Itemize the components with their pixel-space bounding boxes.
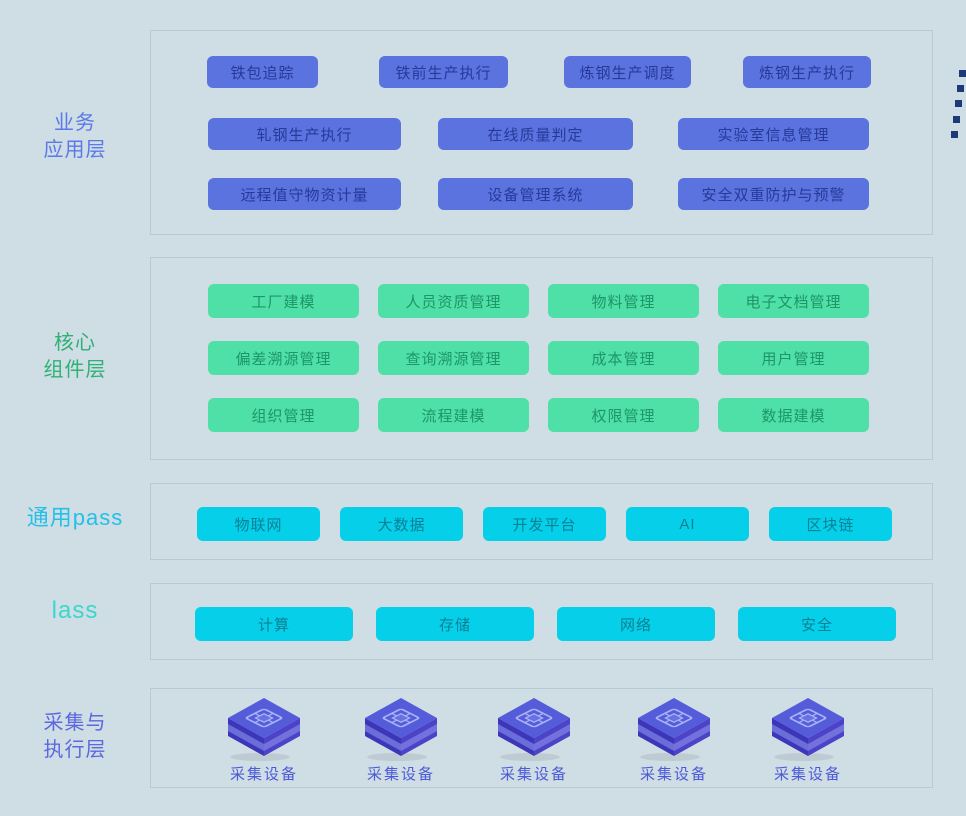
module-button[interactable]: 远程值守物资计量 xyxy=(208,178,401,210)
layer-label-core: 核心 组件层 xyxy=(0,330,150,384)
section-collection-layer: 采集设备 采集设备 xyxy=(150,688,933,788)
module-button[interactable]: 铁前生产执行 xyxy=(379,56,508,88)
module-button[interactable]: 在线质量判定 xyxy=(438,118,633,150)
module-button[interactable]: 偏差溯源管理 xyxy=(208,341,359,375)
device-label: 采集设备 xyxy=(639,766,708,783)
device-cube-icon xyxy=(498,698,570,761)
module-button[interactable]: 开发平台 xyxy=(483,507,606,541)
collection-device: 采集设备 xyxy=(758,695,858,784)
module-button[interactable]: 实验室信息管理 xyxy=(678,118,869,150)
device-label: 采集设备 xyxy=(229,766,298,783)
module-button[interactable]: 物料管理 xyxy=(548,284,699,318)
module-button[interactable]: 权限管理 xyxy=(548,398,699,432)
module-button[interactable]: 计算 xyxy=(195,607,353,641)
module-button[interactable]: 炼钢生产调度 xyxy=(564,56,691,88)
module-button[interactable]: 轧钢生产执行 xyxy=(208,118,401,150)
module-button[interactable]: 炼钢生产执行 xyxy=(743,56,871,88)
layer-label-line: 通用pass xyxy=(26,505,124,530)
device-cube-icon xyxy=(228,698,300,761)
decor-square-icon xyxy=(957,85,964,92)
collection-device: 采集设备 xyxy=(351,695,451,784)
device-cube-icon xyxy=(365,698,437,761)
module-button[interactable]: 查询溯源管理 xyxy=(378,341,529,375)
layer-label-line: 组件层 xyxy=(43,359,107,381)
layer-label-collection: 采集与 执行层 xyxy=(0,710,150,764)
decor-square-icon xyxy=(953,116,960,123)
module-button[interactable]: 工厂建模 xyxy=(208,284,359,318)
collection-device: 采集设备 xyxy=(484,695,584,784)
layer-label-line: 执行层 xyxy=(43,739,107,761)
module-button[interactable]: 网络 xyxy=(557,607,715,641)
module-button[interactable]: 电子文档管理 xyxy=(718,284,869,318)
layer-label-line: 采集与 xyxy=(43,712,107,734)
module-button[interactable]: 存储 xyxy=(376,607,534,641)
layer-label-paas: 通用pass xyxy=(0,504,150,531)
decor-square-icon xyxy=(955,100,962,107)
module-button[interactable]: 用户管理 xyxy=(718,341,869,375)
decor-square-icon xyxy=(951,131,958,138)
section-iaas-layer: 计算 存储 网络 安全 xyxy=(150,583,933,660)
layer-label-business: 业务 应用层 xyxy=(0,110,150,164)
module-button[interactable]: 安全 xyxy=(738,607,896,641)
module-button[interactable]: 组织管理 xyxy=(208,398,359,432)
module-button[interactable]: 大数据 xyxy=(340,507,463,541)
device-label: 采集设备 xyxy=(773,766,842,783)
module-button[interactable]: 人员资质管理 xyxy=(378,284,529,318)
device-cube-icon xyxy=(638,698,710,761)
module-button[interactable]: 物联网 xyxy=(197,507,320,541)
section-business-layer: 铁包追踪 铁前生产执行 炼钢生产调度 炼钢生产执行 轧钢生产执行 在线质量判定 … xyxy=(150,30,933,235)
module-button[interactable]: 安全双重防护与预警 xyxy=(678,178,869,210)
module-button[interactable]: 流程建模 xyxy=(378,398,529,432)
section-paas-layer: 物联网 大数据 开发平台 AI 区块链 xyxy=(150,483,933,560)
layer-label-line: 业务 xyxy=(54,112,96,134)
device-label: 采集设备 xyxy=(366,766,435,783)
module-button[interactable]: 数据建模 xyxy=(718,398,869,432)
module-button[interactable]: 铁包追踪 xyxy=(207,56,318,88)
layer-label-line: 核心 xyxy=(54,332,96,354)
device-cube-icon xyxy=(772,698,844,761)
collection-device: 采集设备 xyxy=(214,695,314,784)
layer-label-line: lass xyxy=(51,597,99,624)
module-button[interactable]: 区块链 xyxy=(769,507,892,541)
module-button[interactable]: AI xyxy=(626,507,749,541)
module-button[interactable]: 成本管理 xyxy=(548,341,699,375)
collection-device: 采集设备 xyxy=(624,695,724,784)
layer-label-iaas: lass xyxy=(0,597,150,624)
module-button[interactable]: 设备管理系统 xyxy=(438,178,633,210)
decor-square-icon xyxy=(959,70,966,77)
device-label: 采集设备 xyxy=(499,766,568,783)
section-core-layer: 工厂建模 人员资质管理 物料管理 电子文档管理 偏差溯源管理 查询溯源管理 成本… xyxy=(150,257,933,460)
layer-label-line: 应用层 xyxy=(43,139,107,161)
